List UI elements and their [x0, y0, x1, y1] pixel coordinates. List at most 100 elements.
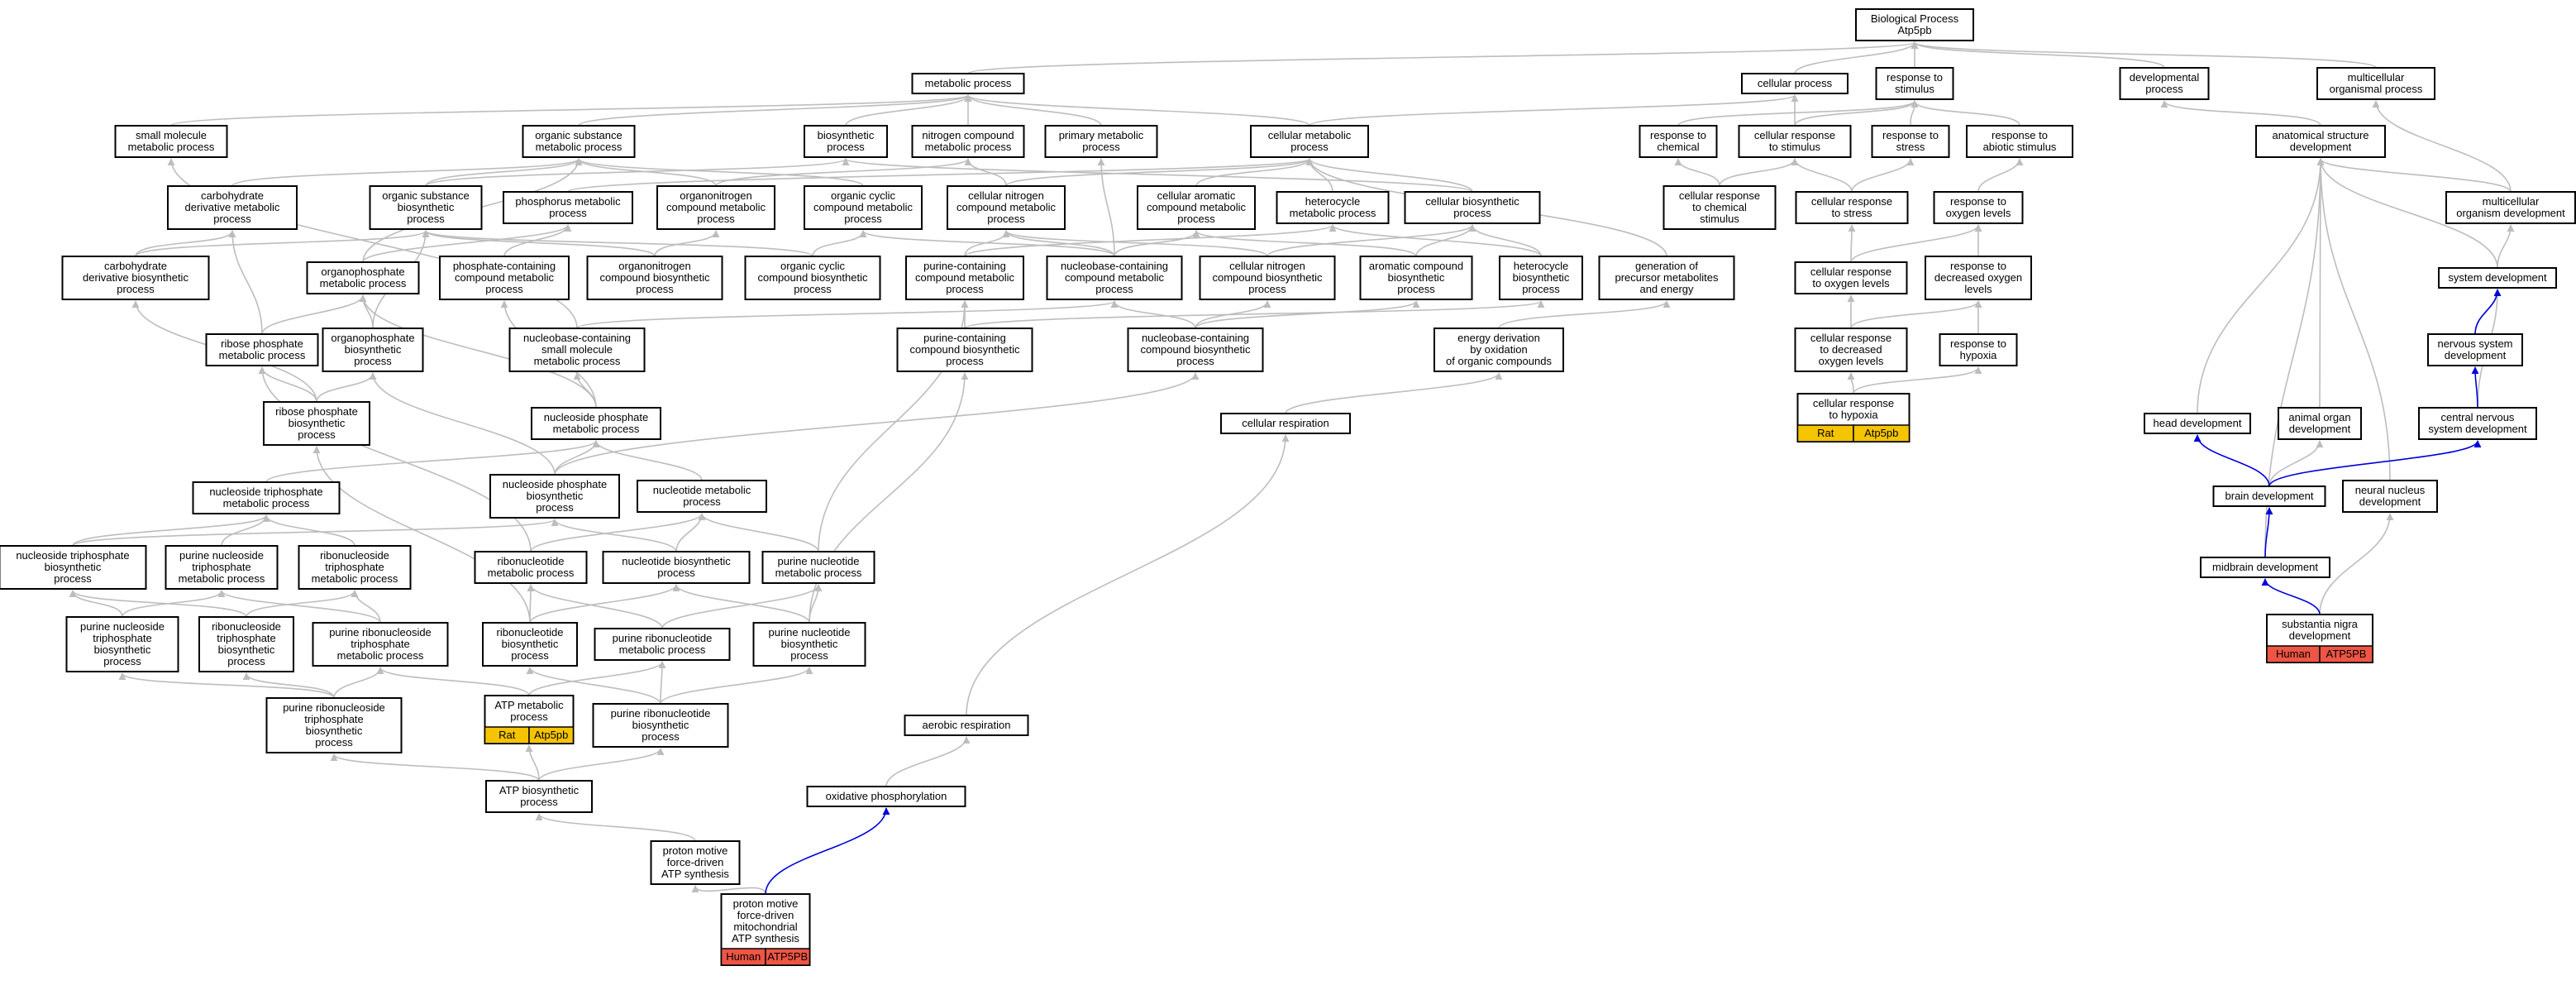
go-term-node-pmf-mito-atp[interactable]: proton motiveforce-drivenmitochondrialAT…	[720, 893, 811, 966]
node-label-line: organophosphate	[331, 332, 414, 344]
edge-line	[1005, 158, 1314, 187]
go-term-node-cell-respiration[interactable]: cellular respiration	[1220, 413, 1351, 434]
go-term-node-purine-ribonucleoside-triphos-met[interactable]: purine ribonucleosidetriphosphatemetabol…	[312, 622, 449, 667]
edge-line	[122, 590, 226, 618]
edge-line	[842, 158, 1473, 193]
go-term-node-ox-phos[interactable]: oxidative phosphorylation	[806, 786, 966, 807]
go-term-node-aerobic-resp[interactable]: aerobic respiration	[904, 715, 1029, 736]
node-label-line: compound metabolic	[666, 201, 766, 213]
go-term-node-nucleoside-triphos-bio[interactable]: nucleoside triphosphatebiosyntheticproce…	[0, 545, 147, 590]
edge-line	[527, 584, 663, 629]
node-label-line: and energy	[1639, 283, 1694, 295]
edge-line	[2474, 289, 2502, 335]
go-term-node-system-dev[interactable]: system development	[2438, 267, 2557, 289]
node-label-line: proton motive	[663, 844, 728, 857]
go-term-node-brain-dev[interactable]: brain development	[2212, 485, 2326, 507]
go-term-node-head-dev[interactable]: head development	[2144, 413, 2251, 434]
go-term-node-midbrain-dev[interactable]: midbrain development	[2200, 557, 2330, 578]
edge-purine_ribonucleoside_triphos_bio-to-ribonucleoside_triphos_bio	[242, 672, 335, 699]
go-term-node-cellular-process[interactable]: cellular process	[1741, 73, 1849, 94]
go-term-node-metabolic[interactable]: metabolic process	[911, 73, 1025, 94]
edge-nucleobase_contain_met-to-cell_nitrogen_met	[1002, 230, 1115, 257]
go-term-node-purine-ribonucleoside-triphos-bio[interactable]: purine ribonucleosidetriphosphatebiosynt…	[265, 697, 403, 753]
go-term-node-ribonucleoside-triphos-bio[interactable]: ribonucleosidetriphosphatebiosyntheticpr…	[198, 616, 294, 672]
edge-resp_abiotic-to-resp_stimulus	[1911, 100, 2020, 127]
go-term-node-purine-nucleoside-triphos-bio-l[interactable]: purine nucleosidetriphosphatebiosyntheti…	[65, 616, 179, 672]
node-label-line: substantia nigra	[2282, 618, 2359, 630]
